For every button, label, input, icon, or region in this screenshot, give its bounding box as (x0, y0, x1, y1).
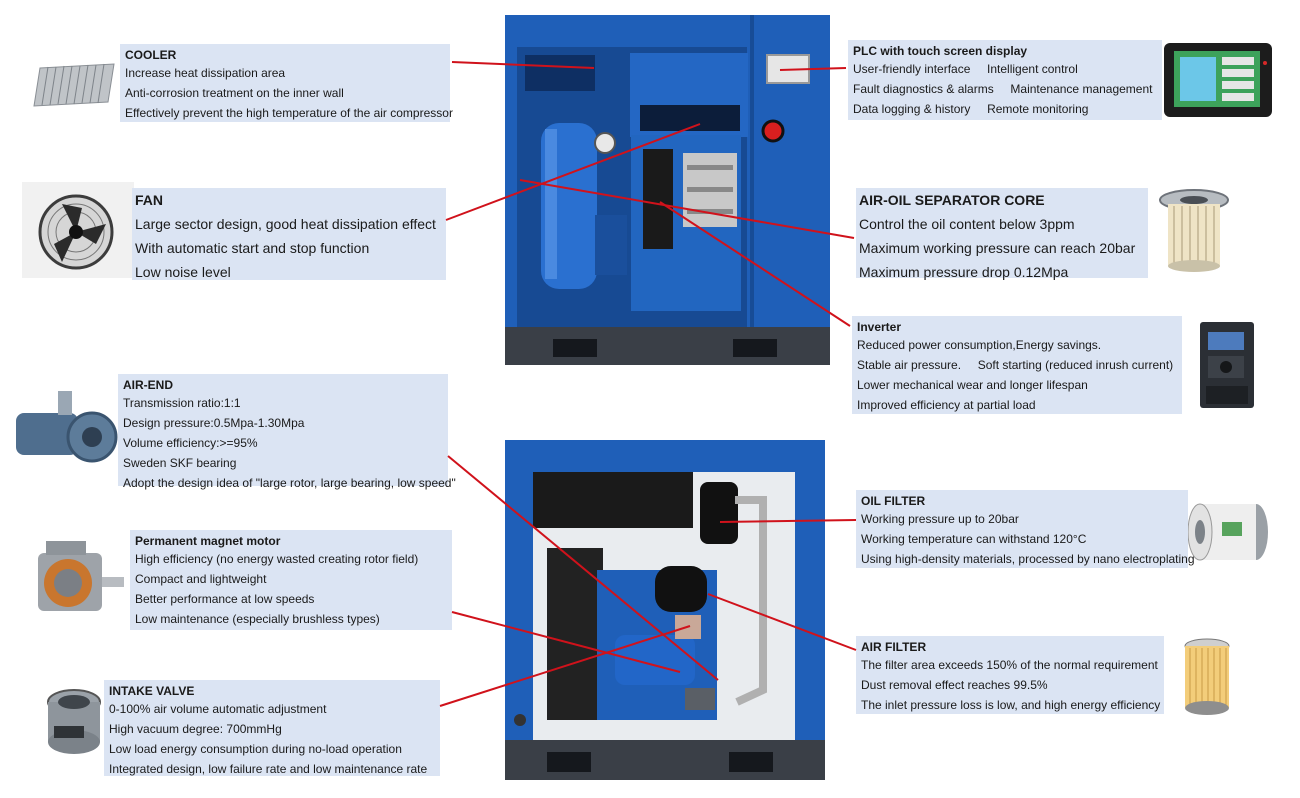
compressor-front-photo (505, 15, 830, 365)
plc-title: PLC with touch screen display (853, 44, 1028, 58)
cooler-line: Anti-corrosion treatment on the inner wa… (125, 86, 344, 100)
intake-valve-line: High vacuum degree: 700mmHg (109, 722, 282, 736)
motor-title: Permanent magnet motor (135, 534, 281, 548)
cooler-callout: COOLER Increase heat dissipation area An… (120, 44, 453, 122)
motor-line: Compact and lightweight (135, 572, 267, 586)
separator-line: Control the oil content below 3ppm (859, 216, 1075, 232)
air-filter-title: AIR FILTER (861, 640, 927, 654)
fan-callout: FAN Large sector design, good heat dissi… (132, 188, 446, 280)
plc-line: Fault diagnostics & alarms Maintenance m… (853, 82, 1153, 96)
air-end-title: AIR-END (123, 378, 173, 392)
air-end-line: Sweden SKF bearing (123, 456, 237, 470)
plc-line: User-friendly interface Intelligent cont… (853, 62, 1078, 76)
air-end-callout: AIR-END Transmission ratio:1:1 Design pr… (118, 374, 456, 490)
permanent-magnet-motor-image (38, 541, 124, 611)
air-filter-image (1184, 638, 1230, 715)
oil-filter-image (1187, 503, 1268, 561)
fan-title: FAN (135, 192, 163, 208)
separator-line: Maximum pressure drop 0.12Mpa (859, 264, 1069, 280)
air-end-line: Transmission ratio:1:1 (123, 396, 241, 410)
cooler-line: Increase heat dissipation area (125, 66, 286, 80)
separator-line: Maximum working pressure can reach 20bar (859, 240, 1136, 256)
air-end-image (16, 391, 118, 463)
plc-touch-screen-image (1164, 43, 1272, 117)
plc-callout: PLC with touch screen display User-frien… (848, 40, 1162, 120)
oil-filter-callout: OIL FILTER Working pressure up to 20bar … (856, 490, 1195, 568)
inverter-line: Reduced power consumption,Energy savings… (857, 338, 1102, 352)
air-filter-line: Dust removal effect reaches 99.5% (861, 678, 1048, 692)
oil-filter-line: Working pressure up to 20bar (861, 512, 1019, 526)
separator-callout: AIR-OIL SEPARATOR CORE Control the oil c… (856, 188, 1148, 280)
motor-callout: Permanent magnet motor High efficiency (… (130, 530, 452, 630)
fan-line: Low noise level (135, 264, 231, 280)
inverter-title: Inverter (857, 320, 902, 334)
fan-image (22, 182, 134, 278)
intake-valve-line: Low load energy consumption during no-lo… (109, 742, 402, 756)
motor-line: High efficiency (no energy wasted creati… (135, 552, 419, 566)
air-end-line: Volume efficiency:>=95% (123, 436, 258, 450)
fan-line: Large sector design, good heat dissipati… (135, 216, 436, 232)
motor-line: Low maintenance (especially brushless ty… (135, 612, 380, 626)
plc-line: Data logging & history Remote monitoring (853, 102, 1089, 116)
intake-valve-callout: INTAKE VALVE 0-100% air volume automatic… (104, 680, 440, 776)
motor-line: Better performance at low speeds (135, 592, 315, 606)
inverter-image (1200, 322, 1254, 408)
air-end-line: Design pressure:0.5Mpa-1.30Mpa (123, 416, 305, 430)
fan-line: With automatic start and stop function (135, 240, 370, 256)
inverter-callout: Inverter Reduced power consumption,Energ… (852, 316, 1182, 414)
oil-filter-line: Working temperature can withstand 120°C (861, 532, 1087, 546)
intake-valve-line: Integrated design, low failure rate and … (109, 762, 428, 776)
separator-title: AIR-OIL SEPARATOR CORE (859, 192, 1045, 208)
intake-valve-image (47, 689, 101, 754)
oil-filter-title: OIL FILTER (861, 494, 926, 508)
separator-core-image (1159, 189, 1229, 272)
intake-valve-title: INTAKE VALVE (109, 684, 195, 698)
air-filter-callout: AIR FILTER The filter area exceeds 150% … (856, 636, 1164, 714)
cooler-radiator-image (33, 63, 115, 107)
intake-valve-line: 0-100% air volume automatic adjustment (109, 702, 327, 716)
cooler-line: Effectively prevent the high temperature… (125, 106, 453, 120)
inverter-line: Lower mechanical wear and longer lifespa… (857, 378, 1088, 392)
air-filter-line: The filter area exceeds 150% of the norm… (861, 658, 1158, 672)
oil-filter-line: Using high-density materials, processed … (861, 552, 1195, 566)
air-filter-line: The inlet pressure loss is low, and high… (861, 698, 1161, 712)
inverter-line: Stable air pressure. Soft starting (redu… (857, 358, 1174, 372)
air-end-line: Adopt the design idea of "large rotor, l… (123, 476, 456, 490)
cooler-title: COOLER (125, 48, 177, 62)
inverter-line: Improved efficiency at partial load (857, 398, 1036, 412)
compressor-side-photo (505, 440, 825, 780)
